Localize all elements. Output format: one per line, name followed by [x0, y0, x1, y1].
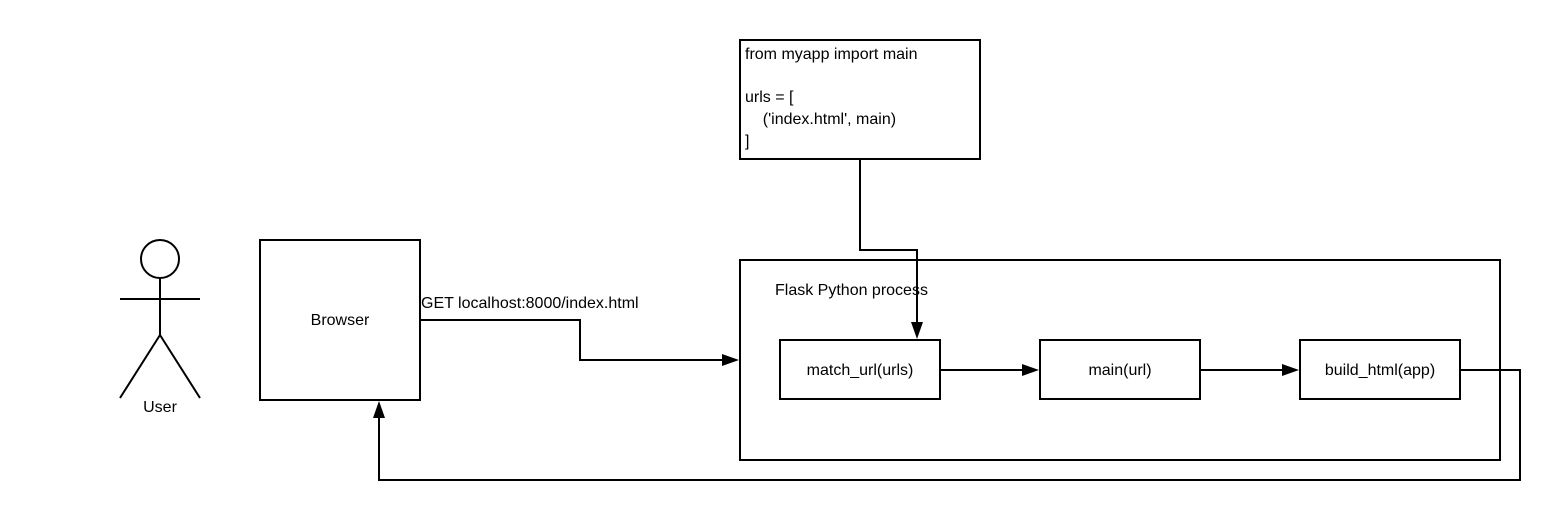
code-box-node[interactable]: from myapp import main urls = [ ('index.… [739, 39, 981, 160]
step-build-html[interactable]: build_html(app) [1299, 339, 1461, 400]
edge-urls-to-match[interactable] [859, 160, 923, 339]
edge-match-to-main[interactable] [940, 364, 1039, 376]
arrowhead-icon [1022, 364, 1039, 376]
edge-response-line [378, 369, 1521, 481]
process-container-label: Flask Python process [775, 282, 928, 299]
edge-request-label: GET localhost:8000/index.html [421, 295, 639, 312]
browser-node[interactable]: Browser [259, 239, 421, 401]
arrowhead-icon [1282, 364, 1299, 376]
edge-request[interactable]: GET localhost:8000/index.html [420, 295, 739, 366]
actor-right-leg [159, 334, 201, 399]
browser-box [259, 239, 421, 401]
edge-main-to-build[interactable] [1200, 364, 1299, 376]
arrowhead-icon [911, 322, 923, 339]
code-line: from myapp import main [745, 46, 918, 63]
code-box [739, 39, 981, 160]
arrowhead-icon [373, 401, 385, 418]
arrowhead-icon [722, 354, 739, 366]
browser-label: Browser [311, 312, 370, 329]
edge-request-line [420, 319, 724, 361]
code-line: ('index.html', main) [745, 111, 896, 128]
step-label: match_url(urls) [807, 362, 914, 379]
step-label: build_html(app) [1325, 362, 1435, 379]
actor-left-leg [119, 334, 161, 399]
step-main[interactable]: main(url) [1039, 339, 1201, 400]
edge-response[interactable] [373, 369, 1521, 481]
actor-label: User [143, 399, 177, 416]
user-actor[interactable]: User [119, 239, 201, 416]
step-match-url[interactable]: match_url(urls) [779, 339, 941, 400]
code-line: urls = [ [745, 89, 794, 106]
code-line: ] [745, 133, 749, 150]
edge-urls-line [859, 160, 918, 324]
actor-head [140, 239, 180, 279]
step-label: main(url) [1088, 362, 1151, 379]
